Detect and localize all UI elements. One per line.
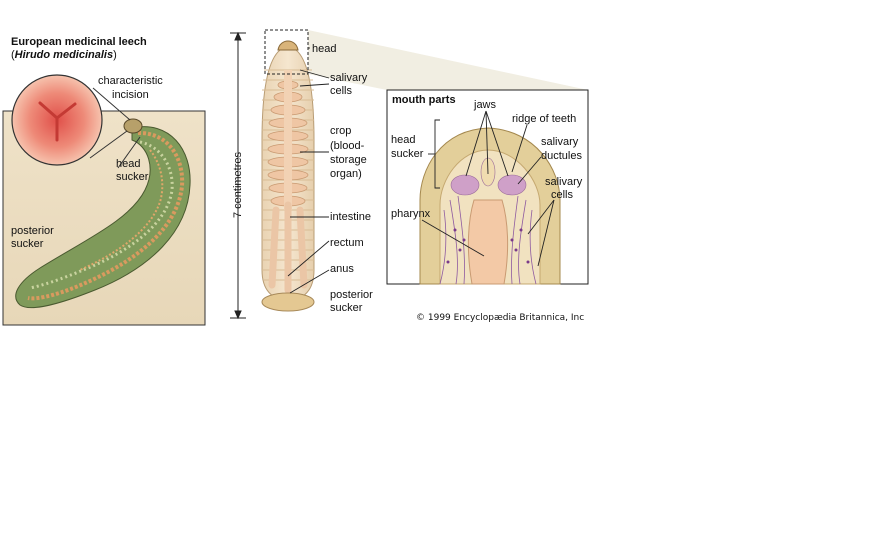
label-inset-salivary-cells-2: cells bbox=[551, 189, 574, 201]
inset-leader-lines bbox=[421, 110, 555, 267]
label-anus: anus bbox=[330, 263, 354, 275]
label-jaws: jaws bbox=[474, 99, 497, 111]
inset-title: mouth parts bbox=[392, 94, 456, 106]
label-crop-3: storage bbox=[330, 154, 367, 166]
zoom-wedge bbox=[308, 30, 588, 90]
label-posterior-sucker-1: posterior bbox=[11, 225, 54, 237]
label-ridge-of-teeth: ridge of teeth bbox=[512, 113, 577, 125]
head-sucker-shape bbox=[123, 118, 143, 134]
label-posterior-sucker-2: sucker bbox=[11, 238, 44, 250]
label-salivary-cells-2: cells bbox=[330, 85, 353, 97]
label-crop-1: crop bbox=[330, 125, 352, 137]
posterior-sucker-shape bbox=[261, 292, 315, 312]
mouth-parts-drawing bbox=[419, 127, 561, 285]
leech-internal-body bbox=[261, 40, 315, 312]
label-salivary-ductules-2: ductules bbox=[541, 150, 582, 162]
label-crop-4: organ) bbox=[330, 168, 362, 180]
label-posterior-sucker-mid-1: posterior bbox=[330, 289, 373, 301]
middle-leader-lines bbox=[287, 47, 330, 294]
label-intestine: intestine bbox=[330, 211, 371, 223]
species-name: Hirudo medicinalis bbox=[14, 49, 114, 61]
label-posterior-sucker-mid-2: sucker bbox=[330, 302, 363, 314]
label-pharynx: pharynx bbox=[391, 208, 431, 220]
y-incision bbox=[38, 101, 77, 142]
label-salivary-ductules-1: salivary bbox=[541, 136, 579, 148]
label-characteristic-incision-2: incision bbox=[112, 89, 149, 101]
label-inset-head-sucker-2: sucker bbox=[391, 148, 424, 160]
label-head: head bbox=[312, 43, 337, 55]
label-inset-salivary-cells-1: salivary bbox=[545, 176, 583, 188]
label-inset-head-sucker-1: head bbox=[391, 134, 416, 146]
diagram-title: European medicinal leech bbox=[11, 36, 147, 48]
label-rectum: rectum bbox=[330, 237, 364, 249]
species-paren-open: ( bbox=[11, 49, 15, 61]
label-characteristic-incision-1: characteristic bbox=[98, 75, 163, 87]
scale-label: 7 centimetres bbox=[232, 151, 244, 219]
head-zoom-box bbox=[264, 29, 309, 75]
label-crop-2: (blood- bbox=[330, 140, 365, 152]
label-head-sucker-1: head bbox=[116, 158, 141, 170]
scale-bar bbox=[230, 31, 246, 320]
diagram-species: (Hirudo medicinalis) bbox=[11, 49, 117, 61]
label-salivary-cells-1: salivary bbox=[330, 72, 368, 84]
copyright: © 1999 Encyclopædia Britannica, Inc bbox=[416, 313, 585, 323]
leech-external-body bbox=[15, 118, 191, 309]
label-head-sucker-2: sucker bbox=[116, 171, 149, 183]
species-paren-close: ) bbox=[113, 49, 117, 61]
